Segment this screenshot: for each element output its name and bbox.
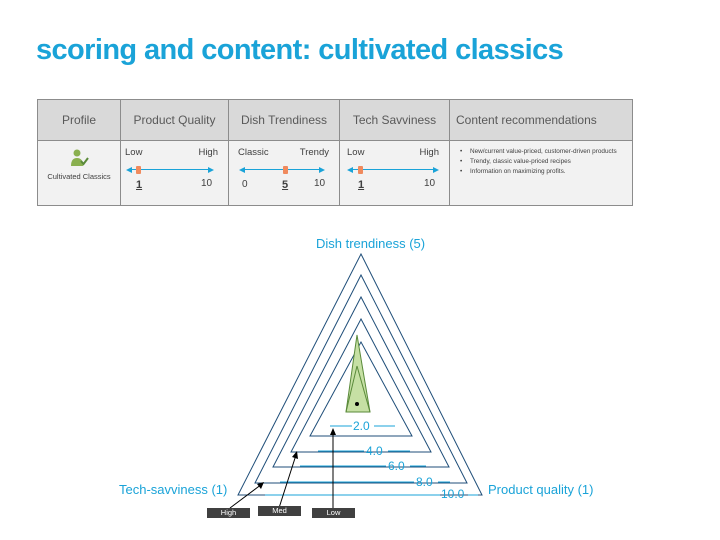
ring-8 [254, 273, 468, 484]
score-inner-line-left [345, 365, 358, 413]
ring-4 [290, 317, 432, 453]
ts-score: 1 [358, 179, 365, 191]
profile-name: Cultivated Classics [47, 172, 111, 181]
legend-high: High [207, 508, 250, 518]
dt-min: 0 [242, 179, 248, 190]
table-row: Cultivated Classics Low High 1 10 Classi… [37, 140, 633, 206]
legend-med: Med [258, 506, 301, 516]
arrow-right-icon [433, 167, 439, 173]
pq-low-label: Low [125, 147, 143, 158]
ring-6 [272, 295, 450, 468]
score-area [345, 334, 371, 413]
arrow-left-icon [239, 167, 245, 173]
arrow-up-icon [257, 482, 264, 489]
legend-med-pointer [278, 454, 297, 509]
ts-score-marker [358, 166, 363, 174]
axis-label-product-quality: Product quality (1) [488, 482, 594, 497]
ts-scale-line [352, 169, 434, 170]
axis-label-tech-savviness: Tech-savviness (1) [119, 482, 228, 497]
ring-label-8: 8.0 [416, 475, 433, 489]
header-dish-trendiness: Dish Trendiness [228, 99, 340, 141]
recommendations-list: •New/current value-priced, customer-driv… [450, 141, 632, 177]
pq-max: 10 [201, 178, 213, 189]
triangle-radar-diagram [229, 252, 483, 509]
header-tech-savviness: Tech Savviness [339, 99, 450, 141]
center-dot [355, 402, 359, 406]
arrow-left-icon [347, 167, 353, 173]
ts-low-label: Low [347, 147, 365, 158]
list-item: •Information on maximizing profits. [460, 168, 566, 175]
ring-2 [309, 340, 413, 437]
tech-savviness-cell: Low High 1 10 [339, 140, 450, 206]
arrow-right-icon [319, 167, 325, 173]
legend-high-pointer [229, 483, 263, 509]
list-item: •New/current value-priced, customer-driv… [460, 148, 617, 155]
dt-high-label: Trendy [299, 147, 329, 158]
profile-table: Profile Product Quality Dish Trendiness … [37, 99, 633, 206]
dt-scale-line [244, 169, 320, 170]
dt-low-label: Classic [238, 147, 269, 158]
table-header-row: Profile Product Quality Dish Trendiness … [37, 99, 633, 141]
dt-score: 5 [282, 179, 289, 191]
profile-cell: Cultivated Classics [37, 140, 121, 206]
legend-low: Low [312, 508, 355, 518]
content-recommendations-cell: •New/current value-priced, customer-driv… [449, 140, 633, 206]
axis-label-dish-trendiness: Dish trendiness (5) [316, 236, 426, 251]
header-content-recommendations: Content recommendations [449, 99, 633, 141]
pq-scale-line [131, 169, 209, 170]
arrow-left-icon [126, 167, 132, 173]
page-title: scoring and content: cultivated classics [36, 34, 564, 66]
arrow-right-icon [208, 167, 214, 173]
arrow-up-icon [330, 428, 336, 435]
dish-trendiness-cell: Classic Trendy 0 5 10 [228, 140, 340, 206]
list-item: •Trendy, classic value-priced recipes [460, 158, 571, 165]
header-profile: Profile [37, 99, 121, 141]
ring-label-4: 4.0 [366, 444, 383, 458]
header-product-quality: Product Quality [120, 99, 229, 141]
dt-max: 10 [314, 178, 326, 189]
dt-score-marker [283, 166, 288, 174]
pq-high-label: High [198, 147, 218, 158]
ring-label-6: 6.0 [388, 459, 405, 473]
score-inner-line-right [356, 365, 371, 413]
pq-score-marker [136, 166, 141, 174]
person-check-icon [71, 149, 89, 166]
arrow-up-icon [292, 451, 298, 459]
product-quality-cell: Low High 1 10 [120, 140, 229, 206]
ts-max: 10 [424, 178, 436, 189]
ring-label-2: 2.0 [353, 419, 370, 433]
pq-score: 1 [136, 179, 143, 191]
ring-label-10: 10.0 [441, 487, 465, 501]
ts-high-label: High [419, 147, 439, 158]
